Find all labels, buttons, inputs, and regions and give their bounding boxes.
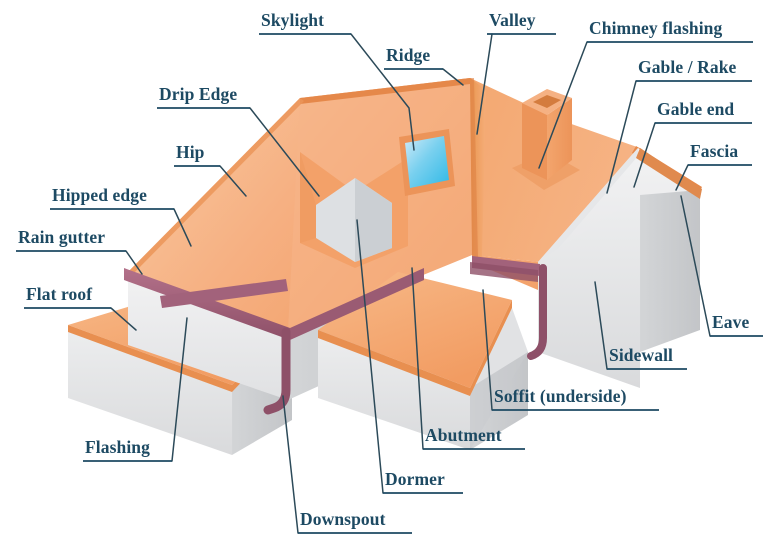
gutter-gable-base <box>470 262 538 282</box>
label-ridge[interactable]: Ridge <box>384 45 464 86</box>
label-rain-gutter[interactable]: Rain gutter <box>16 227 143 275</box>
label-downspout-text: Downspout <box>300 509 386 529</box>
flat-roof-slab-edge <box>68 325 232 392</box>
dormer-valley-left <box>300 152 316 243</box>
ridge-line <box>300 78 470 104</box>
label-gable-rake-text: Gable / Rake <box>638 57 737 77</box>
label-drip-edge-text: Drip Edge <box>159 84 237 104</box>
label-hip[interactable]: Hip <box>174 142 247 197</box>
chimney-flue-opening <box>533 95 561 108</box>
dormer <box>300 152 408 268</box>
soffit-underside <box>470 308 528 450</box>
label-soffit[interactable]: Soffit (underside) <box>482 289 659 411</box>
label-fascia[interactable]: Fascia <box>675 141 752 191</box>
abutment-porch <box>318 272 528 450</box>
label-gable-end[interactable]: Gable end <box>633 99 752 188</box>
chimney-body-side <box>547 98 572 180</box>
label-dormer-text: Dormer <box>385 469 445 489</box>
annex-wall-front <box>68 325 232 455</box>
label-eave[interactable]: Eave <box>680 195 763 337</box>
leader-line-chimney-flashing <box>538 41 588 169</box>
label-eave-text: Eave <box>712 312 749 332</box>
rain-gutter-front <box>124 268 290 340</box>
label-valley[interactable]: Valley <box>476 10 556 135</box>
chimney <box>512 89 580 190</box>
right-sidewall-front <box>538 195 640 388</box>
leader-line-flashing <box>171 317 188 462</box>
label-fascia-text: Fascia <box>690 141 738 161</box>
label-hip-text: Hip <box>176 142 205 162</box>
leader-line-rain-gutter <box>125 250 143 275</box>
porch-wall-front <box>318 330 470 450</box>
label-rain-gutter-text: Rain gutter <box>18 227 105 247</box>
gutter-annex-junction <box>160 279 288 308</box>
label-skylight-text: Skylight <box>261 10 324 30</box>
gable-end-shadow-face <box>640 190 700 352</box>
skylight-glass <box>405 136 449 188</box>
label-sidewall[interactable]: Sidewall <box>594 281 687 370</box>
label-abutment-text: Abutment <box>425 425 502 445</box>
leader-line-eave <box>680 195 711 337</box>
gutter-right-run <box>290 268 424 340</box>
label-chimney-flashing[interactable]: Chimney flashing <box>538 18 753 169</box>
skylight <box>399 129 455 196</box>
valley-crease <box>470 78 478 258</box>
leader-line-skylight <box>350 33 415 151</box>
label-chimney-flashing-text: Chimney flashing <box>589 18 723 38</box>
main-hipped-block <box>128 78 472 400</box>
right-wing <box>470 78 702 388</box>
leader-line-hipped-edge <box>173 208 192 247</box>
label-layer: Skylight Ridge Valley Chimney flashing <box>16 10 763 534</box>
house-illustration <box>68 78 702 455</box>
label-gable-end-text: Gable end <box>657 99 734 119</box>
gutters <box>124 256 547 415</box>
abutment-roof-edge-front <box>318 330 470 396</box>
dormer-face-shadow <box>355 178 392 262</box>
label-dormer[interactable]: Dormer <box>356 219 463 494</box>
downspout-right <box>527 264 547 360</box>
label-downspout[interactable]: Downspout <box>282 395 412 534</box>
label-flashing[interactable]: Flashing <box>83 317 188 462</box>
abutment-roof-edge-right <box>470 300 512 396</box>
label-drip-edge[interactable]: Drip Edge <box>157 84 320 197</box>
label-gable-rake[interactable]: Gable / Rake <box>606 57 752 194</box>
leader-line-sidewall <box>594 281 608 370</box>
fascia-board <box>636 148 702 199</box>
label-flat-roof[interactable]: Flat roof <box>24 284 137 331</box>
leader-line-abutment <box>411 267 424 450</box>
leader-line-drip-edge <box>249 107 320 197</box>
leader-line-gable-end <box>633 122 656 188</box>
hip-edge <box>128 98 304 275</box>
leader-line-valley <box>476 33 493 135</box>
leader-line-hip <box>219 165 247 197</box>
leader-line-gable-rake <box>606 80 637 194</box>
leader-line-downspout <box>282 395 299 534</box>
label-abutment[interactable]: Abutment <box>411 267 525 450</box>
leader-line-soffit <box>482 289 493 411</box>
label-flat-roof-text: Flat roof <box>26 284 92 304</box>
label-valley-text: Valley <box>489 10 536 30</box>
leader-line-ridge <box>442 68 464 86</box>
leader-line-flat-roof <box>110 307 137 331</box>
leader-line-dormer <box>356 219 384 494</box>
label-hipped-edge-text: Hipped edge <box>52 185 147 205</box>
label-sidewall-text: Sidewall <box>609 345 673 365</box>
label-skylight[interactable]: Skylight <box>259 10 415 151</box>
label-flashing-text: Flashing <box>85 437 150 457</box>
gable-end-sidewall <box>538 148 638 272</box>
chimney-body-front <box>522 103 547 180</box>
leader-line-fascia <box>675 164 689 191</box>
label-soffit-text: Soffit (underside) <box>494 386 627 406</box>
label-ridge-text: Ridge <box>386 45 430 65</box>
label-hipped-edge[interactable]: Hipped edge <box>50 185 192 247</box>
